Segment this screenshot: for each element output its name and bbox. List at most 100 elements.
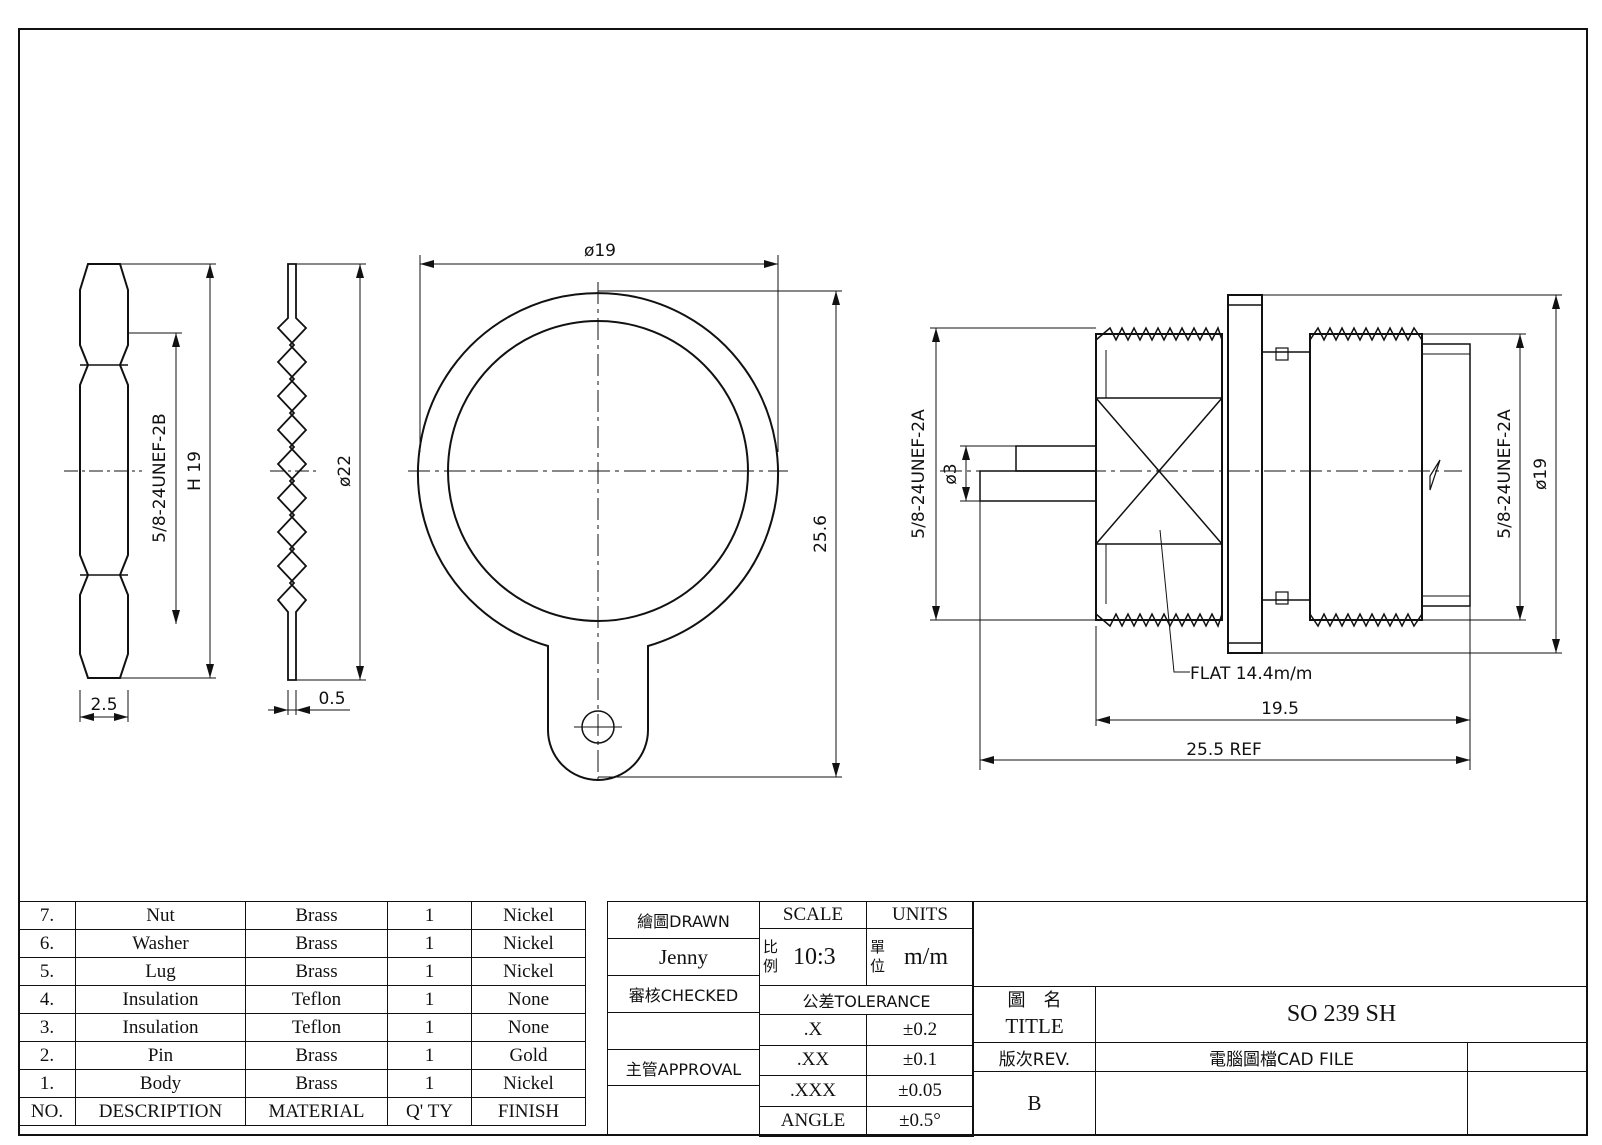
washer-thickness-label: 0.5: [318, 689, 345, 709]
tolerance-key: .XX: [759, 1044, 867, 1076]
bom-cell-material: Teflon: [245, 1013, 388, 1042]
lug-dia-label: ø19: [584, 241, 616, 261]
body-thread-left-label: 5/8-24UNEF-2A: [909, 409, 929, 539]
scale-cell: 比例 10:3: [759, 928, 867, 986]
bom-cell-no: 3.: [18, 1013, 76, 1042]
bom-cell-material: Brass: [245, 1069, 388, 1098]
bom-header-material: MATERIAL: [245, 1097, 388, 1126]
checked-by: [607, 1012, 760, 1050]
bom-cell-no: 6.: [18, 929, 76, 958]
bom-cell-finish: None: [471, 1013, 586, 1042]
bom-cell-no: 7.: [18, 901, 76, 930]
body-length-label: 19.5: [1261, 699, 1299, 719]
drawn-label: 繪圖DRAWN: [607, 901, 760, 939]
bom-cell-finish: Gold: [471, 1041, 586, 1070]
bom-header-row: NO. DESCRIPTION MATERIAL Q' TY FINISH: [18, 1097, 586, 1126]
bom-cell-material: Brass: [245, 957, 388, 986]
tolerance-value: ±0.1: [866, 1044, 974, 1076]
tolerance-value: ±0.5°: [866, 1105, 974, 1137]
drawn-by: Jenny: [607, 938, 760, 976]
bom-cell-finish: Nickel: [471, 929, 586, 958]
bom-cell-qty: 1: [387, 1041, 472, 1070]
washer-dia-label: ø22: [335, 455, 355, 487]
cad-file-label: 電腦圖檔CAD FILE: [1095, 1042, 1468, 1072]
bom-cell-qty: 1: [387, 1069, 472, 1098]
bom-cell-no: 4.: [18, 985, 76, 1014]
bom-cell-no: 2.: [18, 1041, 76, 1070]
cad-file-blank-2: [1467, 1071, 1588, 1136]
lug-view: [408, 255, 842, 781]
bom-cell-finish: Nickel: [471, 901, 586, 930]
bom-cell-finish: None: [471, 985, 586, 1014]
rev-value: B: [973, 1071, 1096, 1136]
bom-cell-qty: 1: [387, 929, 472, 958]
title-label-cell: 圖 名 TITLE: [973, 986, 1096, 1043]
nut-thickness-label: 2.5: [90, 695, 117, 715]
body-thread-right-label: 5/8-24UNEF-2A: [1495, 409, 1515, 539]
title-value: SO 239 SH: [1095, 986, 1588, 1043]
title-block-blank: [973, 901, 1588, 987]
bom-cell-description: Nut: [75, 901, 246, 930]
flat-label: FLAT 14.4m/m: [1190, 664, 1312, 684]
bom-cell-material: Brass: [245, 929, 388, 958]
bom-cell-material: Brass: [245, 1041, 388, 1070]
scale-cn-label: 比例: [763, 937, 779, 976]
approval-by: [607, 1085, 760, 1136]
bom-cell-description: Washer: [75, 929, 246, 958]
pin-dia-label: ø3: [941, 463, 961, 484]
bom-header-qty: Q' TY: [387, 1097, 472, 1126]
checked-label: 審核CHECKED: [607, 975, 760, 1013]
units-cell: 單位 m/m: [866, 928, 974, 986]
bom-cell-finish: Nickel: [471, 1069, 586, 1098]
rev-label: 版次REV.: [973, 1042, 1096, 1072]
tolerance-label: 公差TOLERANCE: [759, 985, 974, 1015]
title-label: TITLE: [1005, 1013, 1064, 1038]
lug-length-label: 25.6: [811, 515, 831, 553]
bom-header-description: DESCRIPTION: [75, 1097, 246, 1126]
bom-cell-description: Lug: [75, 957, 246, 986]
bom-cell-qty: 1: [387, 957, 472, 986]
units-value: m/m: [904, 943, 949, 970]
cad-file-blank: [1095, 1071, 1468, 1136]
bom-cell-description: Body: [75, 1069, 246, 1098]
nut-hex-label: H 19: [185, 451, 205, 491]
bom-header-finish: FINISH: [471, 1097, 586, 1126]
cad-file-value: [1467, 1042, 1588, 1072]
body-view: [930, 294, 1562, 770]
signoff-block: 繪圖DRAWN Jenny 審核CHECKED 主管APPROVAL SCALE…: [607, 901, 974, 1137]
units-cn-label: 單位: [870, 937, 886, 976]
bom-cell-description: Insulation: [75, 1013, 246, 1042]
scale-label: SCALE: [759, 901, 867, 929]
bom-cell-description: Pin: [75, 1041, 246, 1070]
tolerance-key: .XXX: [759, 1075, 867, 1107]
tolerance-value: ±0.05: [866, 1075, 974, 1107]
bom-cell-no: 1.: [18, 1069, 76, 1098]
bom-cell-no: 5.: [18, 957, 76, 986]
overall-length-label: 25.5 REF: [1186, 740, 1262, 760]
bom-cell-description: Insulation: [75, 985, 246, 1014]
approval-label: 主管APPROVAL: [607, 1049, 760, 1086]
bom-cell-qty: 1: [387, 901, 472, 930]
tolerance-key: ANGLE: [759, 1105, 867, 1137]
dimension-arrows: [80, 260, 1560, 777]
bom-cell-qty: 1: [387, 1013, 472, 1042]
title-block: 圖 名 TITLE SO 239 SH 版次REV. B 電腦圖檔CAD FIL…: [973, 901, 1588, 1136]
body-dia-label: ø19: [1531, 458, 1551, 490]
nut-view: [64, 263, 216, 722]
title-cn-label: 圖 名: [1007, 990, 1062, 1012]
bom-header-no: NO.: [18, 1097, 76, 1126]
nut-thread-label: 5/8-24UNEF-2B: [150, 413, 170, 542]
washer-view: [268, 263, 366, 715]
scale-value: 10:3: [793, 943, 836, 970]
bom-cell-finish: Nickel: [471, 957, 586, 986]
bom-cell-qty: 1: [387, 985, 472, 1014]
